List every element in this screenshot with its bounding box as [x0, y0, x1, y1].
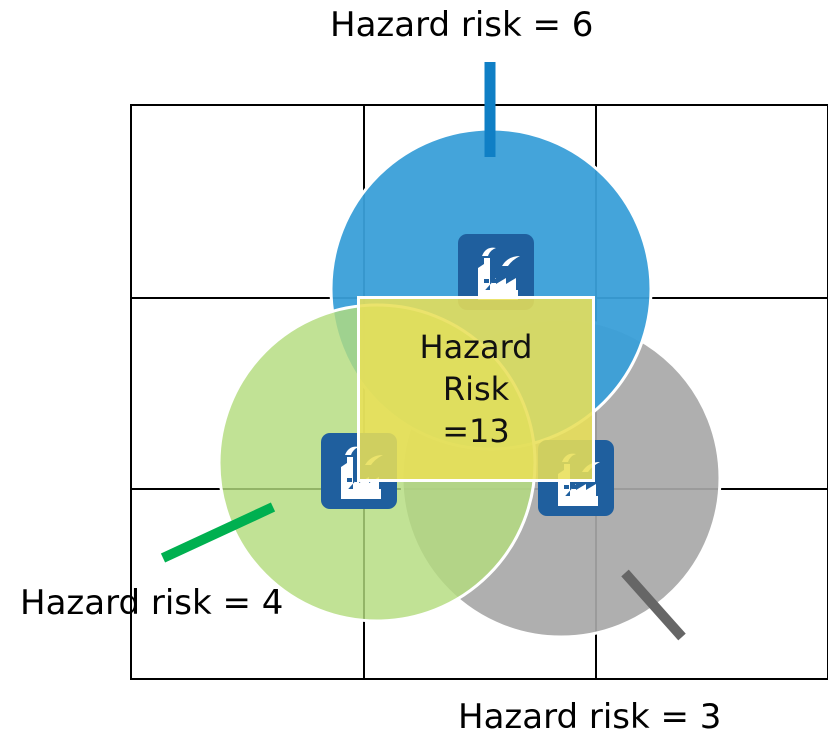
grid-border — [130, 104, 828, 680]
total-risk-line2: Risk — [442, 369, 510, 408]
total-risk-line1: Hazard — [419, 327, 533, 366]
hazard-label-bottom: Hazard risk = 3 — [458, 697, 722, 737]
green-pointer — [160, 502, 276, 563]
total-risk-box: Hazard Risk =13 — [357, 296, 595, 482]
hazard-label-left: Hazard risk = 4 — [20, 583, 284, 623]
total-risk-line3: =13 — [442, 412, 510, 451]
factory-icon — [458, 234, 534, 310]
hazard-label-top: Hazard risk = 6 — [330, 5, 594, 45]
gray-pointer — [621, 569, 686, 641]
